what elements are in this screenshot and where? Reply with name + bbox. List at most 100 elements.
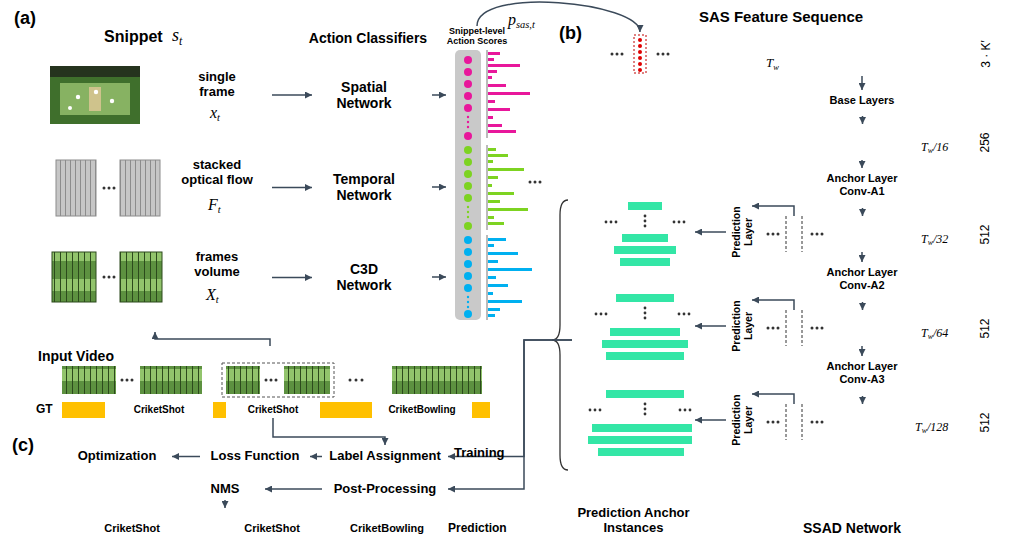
row-title: Prediction xyxy=(448,522,507,536)
panel-letter: (a) xyxy=(14,8,36,29)
text-holder: CriketShot xyxy=(230,518,314,539)
math-symbol: Tw xyxy=(766,56,779,71)
ellipsis-dots xyxy=(816,327,819,330)
score-bars xyxy=(488,292,493,295)
video-frames xyxy=(131,379,134,382)
score-bars xyxy=(488,216,494,219)
anchor-instances xyxy=(588,202,692,456)
feature-map: Tw/64512 xyxy=(755,310,970,346)
math-symbol: Xt xyxy=(206,286,219,304)
anchor-ellipsis xyxy=(644,317,647,320)
video-frames xyxy=(355,379,358,382)
score-dots xyxy=(464,248,472,256)
arrow-connector xyxy=(862,208,864,216)
math-symbol: xt xyxy=(210,104,220,122)
process-box: Optimization xyxy=(62,445,172,468)
box-label: CriketShot xyxy=(230,522,314,535)
frame-image xyxy=(89,87,101,111)
gt-segment: CriketShot xyxy=(226,402,320,418)
score-dots xyxy=(467,121,469,123)
feature-column xyxy=(638,68,642,72)
ellipsis-dots xyxy=(816,233,819,236)
score-bars xyxy=(488,222,504,225)
video-frames xyxy=(62,363,482,397)
block-label: Anchor Layer Conv-A1 xyxy=(814,172,910,197)
anchor-ellipsis xyxy=(688,313,691,316)
score-bars xyxy=(488,208,528,211)
score-bars xyxy=(539,181,542,184)
box-label: Post-Processing xyxy=(322,482,448,497)
anchor-ellipsis xyxy=(615,221,618,224)
subscript: w xyxy=(928,146,933,155)
box-label: Loss Function xyxy=(200,449,310,464)
feature-map: Tw/32512 xyxy=(755,216,970,252)
anchor-instances xyxy=(606,352,684,360)
subscript: t xyxy=(179,35,182,48)
arrow-connector xyxy=(310,456,322,458)
text-holder: CriketShot xyxy=(105,402,213,418)
box-label: CriketBowling xyxy=(340,522,434,535)
anchor-cells xyxy=(786,310,787,346)
arrow-connector xyxy=(862,116,864,124)
feature-column xyxy=(662,53,665,56)
anchor-instances xyxy=(610,328,680,336)
subscript: t xyxy=(217,112,220,123)
video-frames xyxy=(284,366,330,394)
ellipsis-dots xyxy=(767,233,824,424)
feature-column xyxy=(657,53,660,56)
arrow-connector xyxy=(752,206,794,216)
anchor-instances xyxy=(616,294,674,302)
arrow-connector xyxy=(272,187,312,189)
panel-title: Action Classifiers xyxy=(296,30,440,46)
score-bars xyxy=(488,70,497,73)
text-holder: Prediction Anchor Instances xyxy=(574,506,693,536)
score-dots xyxy=(464,104,472,112)
anchor-instances xyxy=(588,436,692,444)
arrow-connector xyxy=(448,340,572,489)
box-label: single frame xyxy=(184,70,250,100)
anchor-ellipsis xyxy=(644,307,647,310)
feature-column xyxy=(667,53,670,56)
text-holder: 3 · K′ xyxy=(979,32,995,76)
text-holder: (b) xyxy=(559,23,582,44)
shape-fill xyxy=(588,32,975,76)
prediction-layer: Prediction Layer xyxy=(726,290,752,362)
block-label: Base Layers xyxy=(822,94,902,107)
score-dots xyxy=(467,206,469,208)
anchor-ellipsis xyxy=(600,313,603,316)
score-bars xyxy=(488,192,514,195)
optical-flow-stack xyxy=(56,160,96,216)
text-holder: Prediction Layer xyxy=(729,291,755,361)
arrow-connector xyxy=(861,160,863,168)
math-symbol: Tw/32 xyxy=(921,233,948,247)
subscript: w xyxy=(773,62,779,72)
score-bars xyxy=(487,50,542,320)
score-bars xyxy=(488,92,530,95)
score-bars xyxy=(488,84,506,87)
score-dots xyxy=(467,306,469,308)
score-bars xyxy=(488,184,492,187)
panel-title: Prediction Anchor Instances xyxy=(574,506,693,536)
gt-bar xyxy=(62,402,490,418)
text-holder: 512 xyxy=(978,407,993,437)
dimension-label: 3 · K′ xyxy=(980,32,994,76)
score-bars xyxy=(487,50,488,138)
block-label: Anchor Layer Conv-A2 xyxy=(814,266,910,291)
gt-bar xyxy=(320,402,372,418)
video-frames xyxy=(126,379,129,382)
text-holder: Temporal Network xyxy=(324,158,404,216)
input-box: stacked optical flowFt xyxy=(38,150,272,225)
subscript: t xyxy=(216,294,219,305)
feature-map: Tw/128512 xyxy=(755,404,970,440)
text-holder: Tw/128 xyxy=(915,421,948,435)
ellipsis-dots xyxy=(772,327,775,330)
arrow-connector xyxy=(861,76,863,90)
score-dots xyxy=(467,211,469,213)
score-bars xyxy=(534,181,537,184)
dimension-label: 512 xyxy=(978,219,992,249)
group-panel: TrainingOptimizationLoss FunctionLabel A… xyxy=(40,435,514,474)
anchor-ellipsis xyxy=(644,312,647,315)
anchor-instances xyxy=(628,202,662,210)
anchor-ellipsis xyxy=(644,225,647,228)
text-holder: Tw/16 xyxy=(921,141,948,155)
